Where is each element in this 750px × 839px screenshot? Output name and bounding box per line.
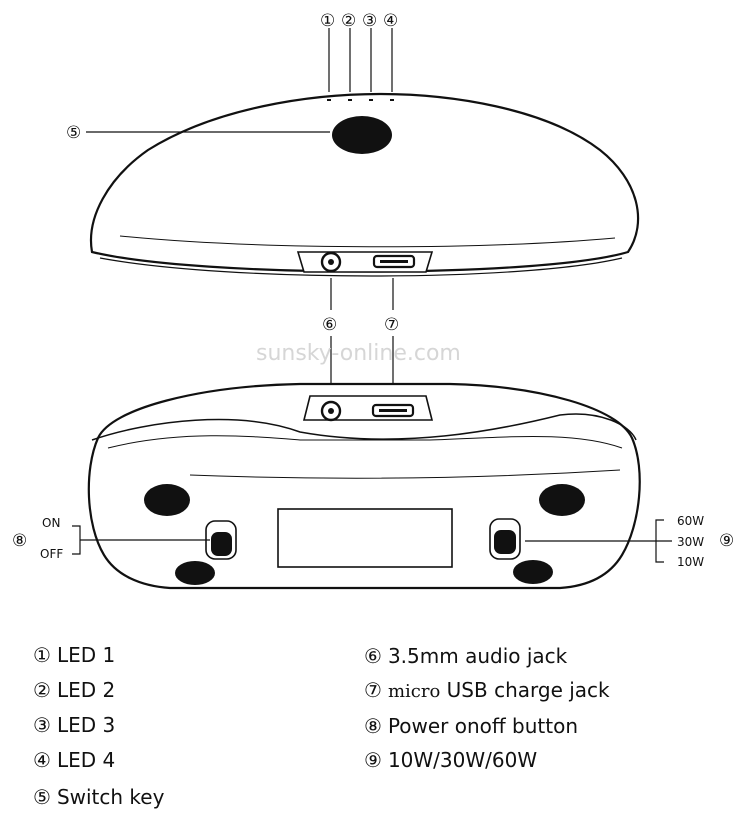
device-diagram: ① ② ③ ④ ⑤ ⑥ ⑦ sunsky-online.com ⑧ ON — [12, 11, 734, 590]
power-switch-knob — [211, 532, 232, 556]
callout-led-2: ② — [341, 11, 356, 31]
bottom-view-device — [87, 382, 641, 590]
label-60w: 60W — [677, 514, 704, 528]
legend-text: Switch key — [56, 785, 165, 809]
top-callout-lines — [86, 28, 394, 392]
callout-led-1: ① — [320, 11, 335, 31]
switch-key — [332, 116, 392, 154]
legend-text: Power onoff button — [387, 714, 579, 738]
legend-text: LED 4 — [56, 748, 116, 772]
legend-num: ⑦ — [364, 678, 382, 702]
callout-usb-jack: ⑦ — [384, 315, 399, 335]
label-on: ON — [42, 516, 60, 530]
legend-num: ⑨ — [364, 748, 382, 772]
label-30w: 30W — [677, 535, 704, 549]
onoff-bracket — [72, 525, 210, 555]
rubber-foot-bottom-left — [175, 561, 215, 585]
legend-num: ② — [33, 678, 51, 702]
label-10w: 10W — [677, 555, 704, 569]
bottom-device-rim — [91, 413, 637, 441]
bottom-label-panel — [277, 508, 453, 568]
rubber-foot-top-left — [144, 484, 190, 516]
legend-num: ④ — [33, 748, 51, 772]
legend-prefix: micro — [387, 681, 441, 702]
power-level-bracket — [525, 519, 672, 563]
top-view-device — [89, 92, 640, 277]
legend-num: ③ — [33, 713, 51, 737]
rubber-foot-top-right — [539, 484, 585, 516]
legend-num: ⑧ — [364, 714, 382, 738]
legend-num: ① — [33, 643, 51, 667]
callout-power-level: ⑨ — [719, 531, 734, 551]
legend-text: 10W/30W/60W — [387, 748, 538, 772]
callout-audio-jack: ⑥ — [322, 315, 337, 335]
legend-text: USB charge jack — [446, 678, 610, 702]
label-off: OFF — [40, 547, 63, 561]
legend-num: ⑥ — [364, 644, 382, 668]
watermark: sunsky-online.com — [256, 341, 461, 366]
callout-led-4: ④ — [383, 11, 398, 31]
legend-text: 3.5mm audio jack — [387, 644, 568, 668]
top-device-lower-line — [119, 235, 616, 248]
legend-text: LED 2 — [56, 678, 116, 702]
callout-led-3: ③ — [362, 11, 377, 31]
legend-num: ⑤ — [33, 785, 51, 809]
top-device-base-edge — [99, 257, 623, 277]
callout-power-button: ⑧ — [12, 531, 27, 551]
legend-text: LED 3 — [56, 713, 116, 737]
rubber-foot-bottom-right — [513, 560, 553, 584]
callout-switch-key: ⑤ — [66, 123, 81, 143]
legend-text: LED 1 — [56, 643, 116, 667]
power-level-switch-knob — [494, 530, 516, 554]
